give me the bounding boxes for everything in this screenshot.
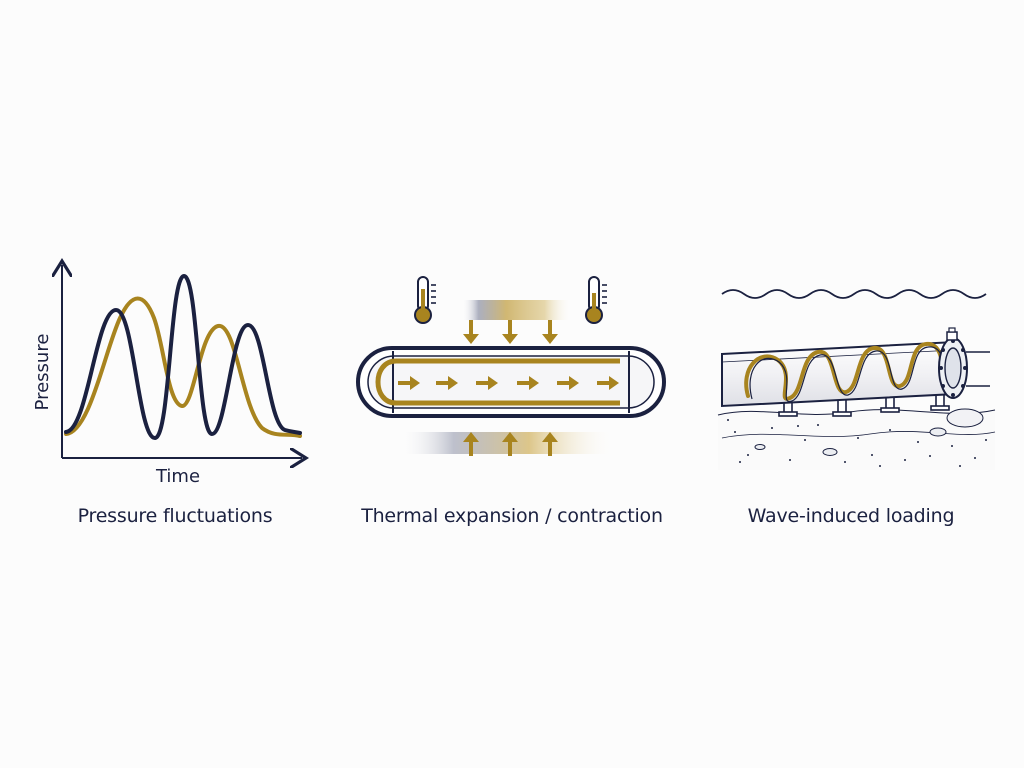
seabed-icon bbox=[717, 408, 996, 470]
y-axis-label: Pressure bbox=[32, 334, 53, 411]
pipe-icon bbox=[356, 346, 666, 418]
thermometer-icon bbox=[414, 276, 436, 324]
arrow-icon bbox=[463, 320, 558, 344]
arrow-icon bbox=[398, 376, 619, 390]
navy-pressure-curve bbox=[64, 273, 302, 441]
arrow-icon bbox=[463, 432, 558, 456]
pipe-support bbox=[778, 387, 950, 417]
caption-wave-induced-loading: Wave-induced loading bbox=[747, 505, 955, 527]
thermal-panel bbox=[356, 276, 666, 456]
spiral-load-outline bbox=[749, 346, 946, 403]
wave-panel bbox=[717, 289, 996, 470]
wave-icon bbox=[721, 289, 987, 299]
thermometer-icon bbox=[585, 276, 607, 324]
flange-icon bbox=[938, 327, 968, 399]
spiral-load-icon bbox=[744, 341, 945, 401]
heat-band-top bbox=[462, 300, 572, 320]
caption-pressure-fluctuations: Pressure fluctuations bbox=[77, 505, 273, 527]
x-axis-label: Time bbox=[155, 466, 200, 487]
line-chart-icon bbox=[62, 265, 302, 458]
pressure-panel: Pressure Time bbox=[32, 265, 302, 487]
gold-pressure-curve bbox=[64, 296, 302, 438]
heat-band-bottom bbox=[400, 432, 615, 454]
caption-thermal-expansion: Thermal expansion / contraction bbox=[361, 505, 663, 527]
